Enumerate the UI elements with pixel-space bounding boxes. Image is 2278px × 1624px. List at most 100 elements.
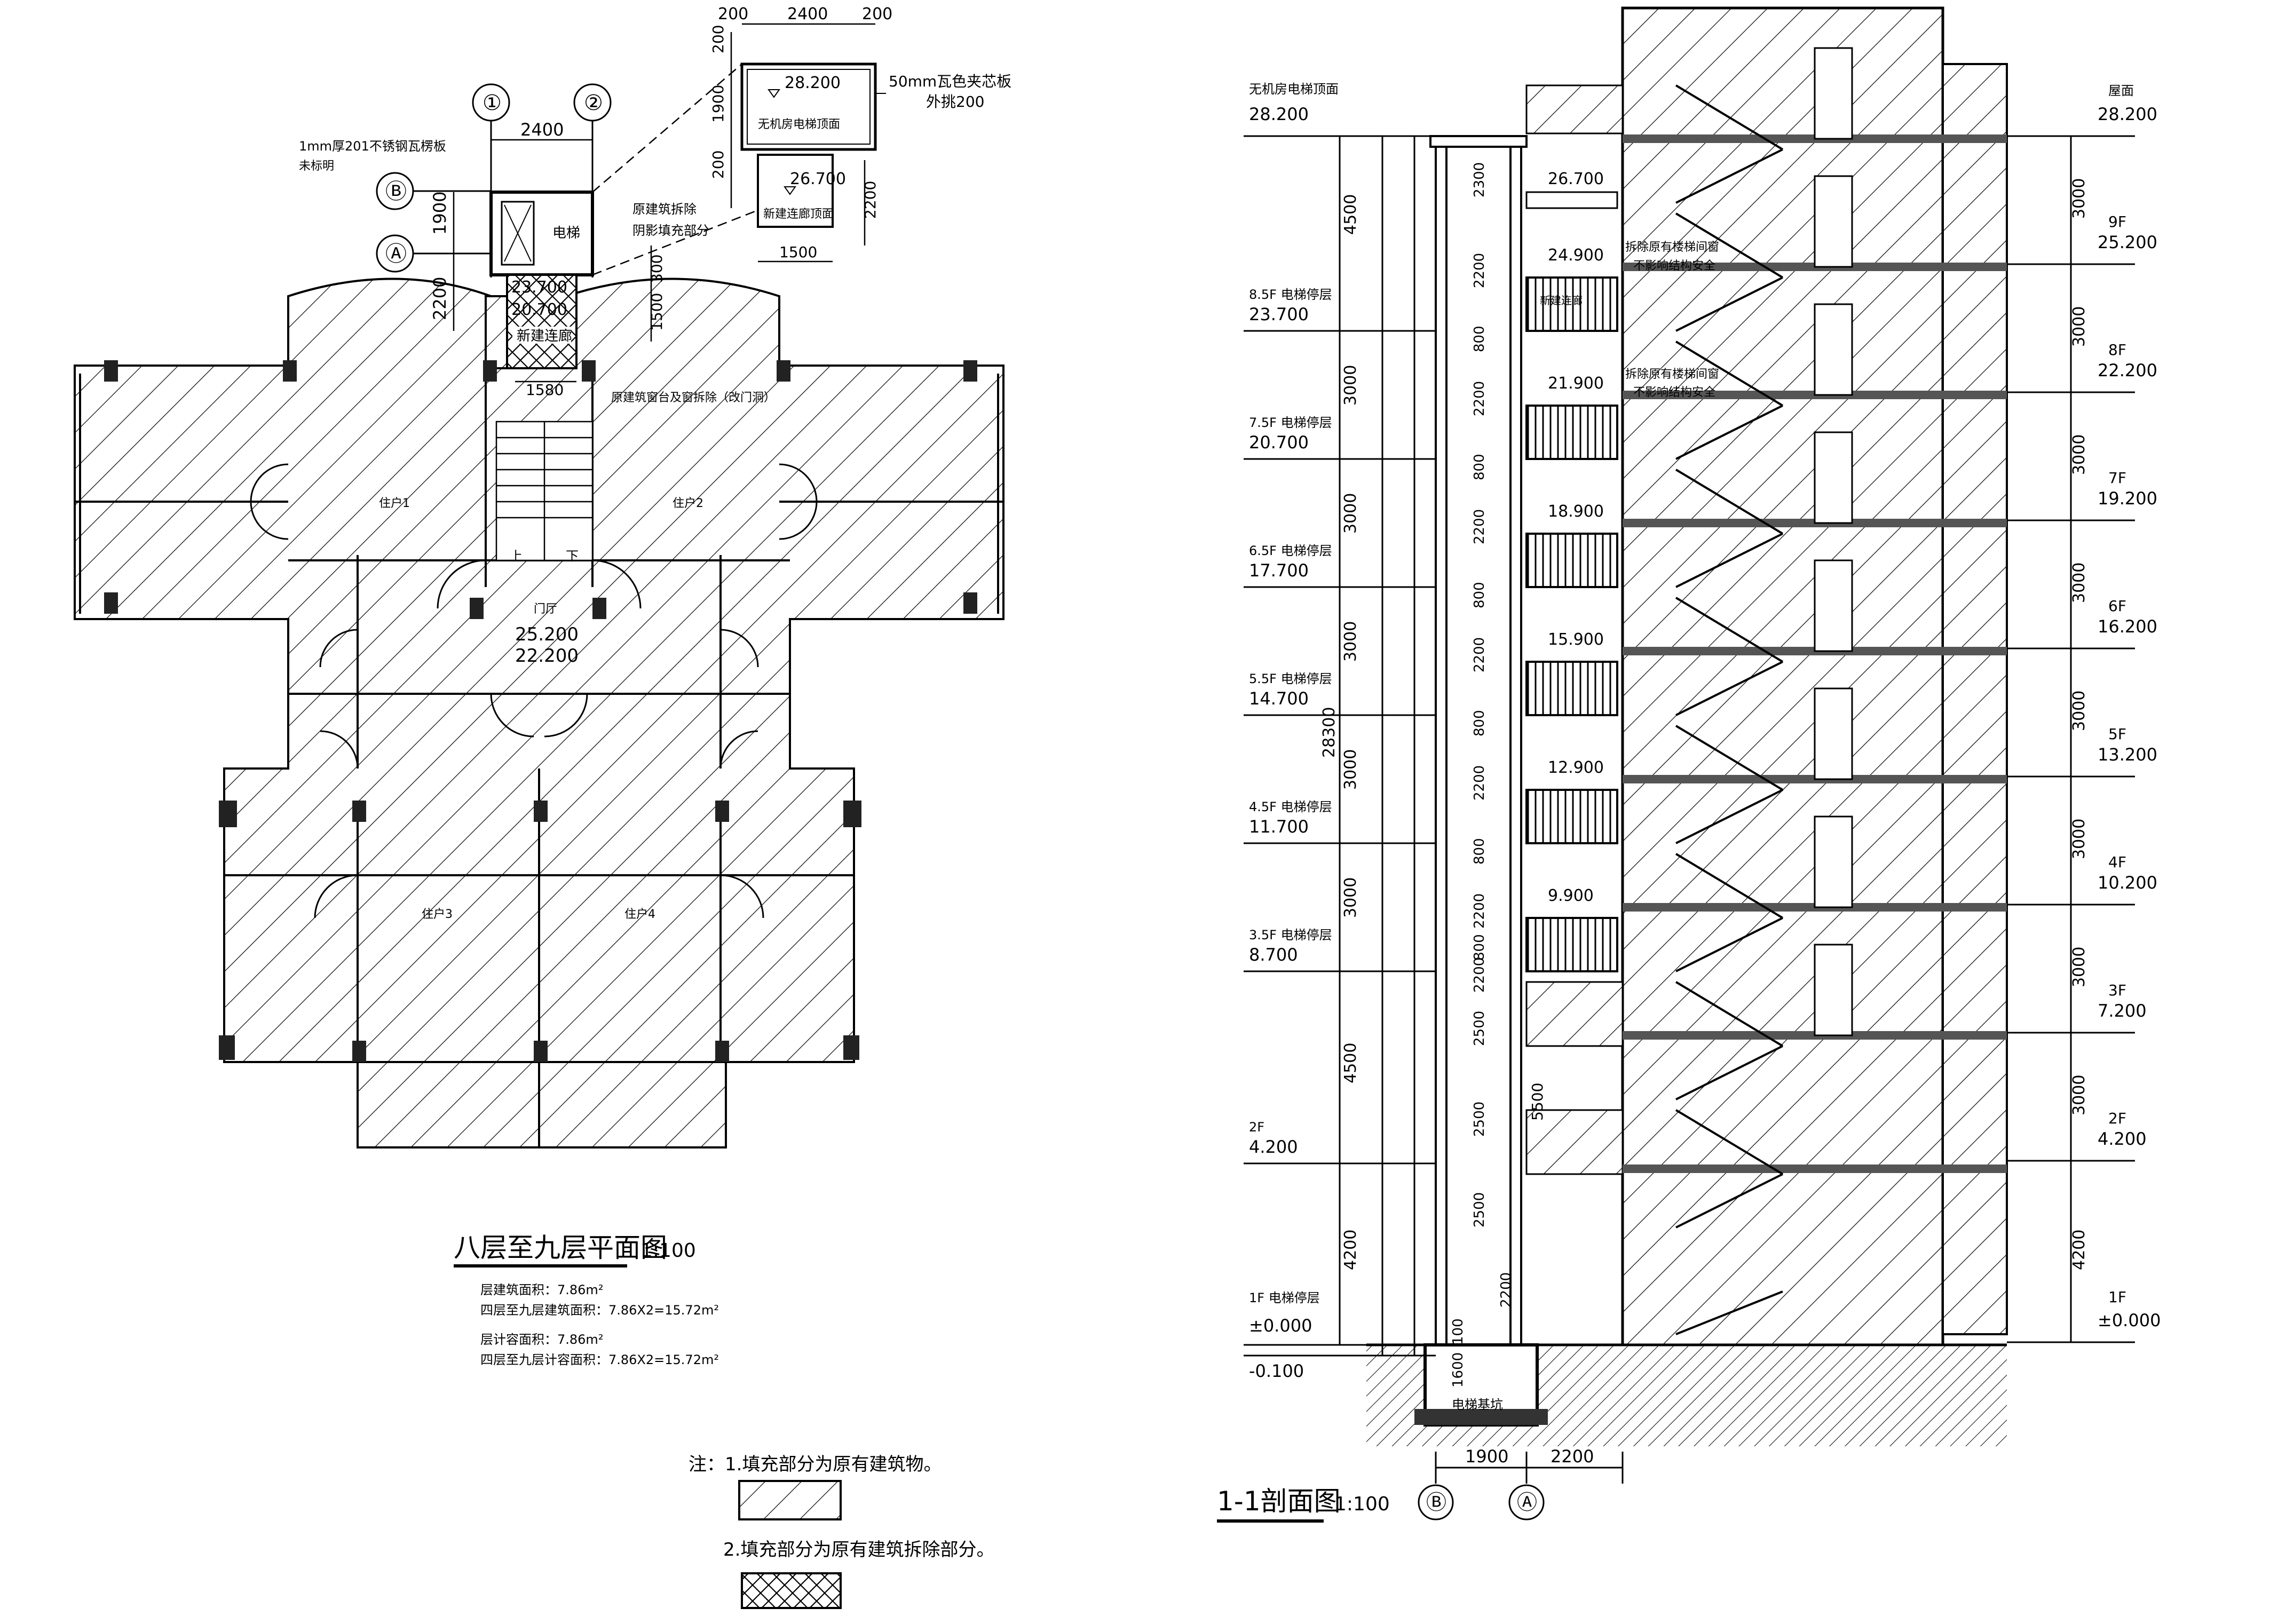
- roof-detail: [740, 62, 886, 228]
- unit4-label: 住户4: [624, 908, 655, 921]
- legend: 注：1.填充部分为原有建筑物。 2.填充部分为原有建筑拆除部分。: [689, 1454, 994, 1609]
- left-level-55f-name: 5.5F 电梯停层: [1249, 671, 1332, 686]
- dim-2400: 2400: [520, 120, 564, 140]
- left-level-1f-name: 1F 电梯停层: [1249, 1290, 1320, 1305]
- plan-title: 八层至九层平面图: [454, 1232, 667, 1263]
- inner-dim-18: 2200: [1498, 1272, 1514, 1308]
- left-dim-1: 4500: [1341, 194, 1360, 235]
- legend-note-1: 注：1.填充部分为原有建筑物。: [689, 1454, 942, 1475]
- right-level-9f: 25.200: [2098, 232, 2157, 252]
- left-level-1f: ±0.000: [1249, 1316, 1312, 1336]
- right-dim-2: 3000: [2070, 306, 2089, 347]
- right-level-3f: 7.200: [2098, 1001, 2147, 1021]
- side-dim-200-b: 200: [709, 150, 727, 179]
- right-level-6f: 16.200: [2098, 616, 2157, 637]
- section-left-level-lines: [1244, 135, 1436, 1357]
- bottom-dim-2200: 2200: [1551, 1446, 1594, 1467]
- right-dim-4: 3000: [2070, 563, 2089, 603]
- demo-note-1b: 不影响结构安全: [1633, 259, 1715, 273]
- corridor-level-12900: 12.900: [1548, 758, 1604, 777]
- right-dim-9: 4200: [2070, 1230, 2089, 1270]
- elevator-label: 电梯: [552, 225, 580, 241]
- level-20700: 20.700: [511, 300, 567, 319]
- stair-up-label: 上: [510, 549, 523, 564]
- right-level-roof: 28.200: [2098, 104, 2157, 124]
- inner-dim-8: 2200: [1472, 637, 1488, 672]
- inner-dim-19: 1600: [1450, 1352, 1466, 1388]
- right-level-3f-name: 3F: [2108, 981, 2126, 999]
- floor-plan: 电梯 23.700 20.700 新建连廊 ① ② Ⓑ Ⓐ: [74, 5, 1011, 1367]
- right-level-7f-name: 7F: [2108, 469, 2126, 487]
- left-dim-3: 3000: [1341, 493, 1360, 534]
- inner-dim-3: 800: [1472, 326, 1488, 352]
- pit-label: 电梯基坑: [1452, 1397, 1503, 1412]
- top-dim-200-a: 200: [718, 5, 748, 23]
- bottom-dim-1900: 1900: [1465, 1446, 1508, 1467]
- legend-swatch-demolished: [741, 1572, 842, 1609]
- right-level-9f-name: 9F: [2108, 213, 2126, 231]
- right-level-8f-name: 8F: [2108, 341, 2126, 359]
- right-level-2f-name: 2F: [2108, 1110, 2126, 1127]
- plan-dimension-lines: [453, 23, 875, 383]
- roof-label: 无机房电梯顶面: [758, 118, 840, 131]
- stair-down-label: 下: [566, 549, 579, 564]
- demo-note-2a: 拆除原有楼梯间窗: [1625, 368, 1719, 381]
- left-dim-5: 3000: [1341, 749, 1360, 790]
- right-level-8f: 22.200: [2098, 360, 2157, 381]
- roof-level: 28.200: [785, 74, 841, 92]
- inner-dim-1: 2300: [1472, 162, 1488, 197]
- left-level-45f-name: 4.5F 电梯停层: [1249, 799, 1332, 814]
- note-left-2: 未标明: [299, 160, 334, 173]
- inner-dim-9: 800: [1472, 710, 1488, 736]
- unit3-label: 住户3: [422, 908, 453, 921]
- inner-dim-2: 2200: [1472, 253, 1488, 288]
- right-dim-1: 3000: [2070, 178, 2089, 219]
- inner-dim-5: 800: [1472, 454, 1488, 480]
- new-corridor-label: 新建连廊: [517, 328, 572, 344]
- left-level-45f: 11.700: [1249, 817, 1309, 837]
- inner-dim-4: 2200: [1472, 381, 1488, 416]
- corridor-level-15900: 15.900: [1548, 630, 1604, 649]
- left-level-2f: 4.200: [1249, 1137, 1298, 1157]
- right-dim-3: 3000: [2070, 434, 2089, 475]
- plan-stairs: [495, 421, 594, 561]
- left-level-65f: 17.700: [1249, 560, 1309, 581]
- right-level-4f: 10.200: [2098, 873, 2157, 893]
- dim-1580: 1580: [526, 381, 564, 399]
- section-corridors: [1525, 191, 1618, 972]
- corridor-level-26700: 26.700: [1548, 170, 1604, 188]
- axis-2-label: ②: [584, 91, 603, 115]
- right-dim-7: 3000: [2070, 947, 2089, 987]
- inner-dim-11: 800: [1472, 838, 1488, 865]
- dim-2200: 2200: [430, 277, 450, 320]
- demo-note-1a: 拆除原有楼梯间窗: [1625, 241, 1719, 254]
- section-inner-dims: 2300 2200 800 2200 800 2200 800 2200 800…: [1450, 162, 1514, 1388]
- left-level-35f-name: 3.5F 电梯停层: [1249, 928, 1332, 942]
- demo-note-2b: 不影响结构安全: [1633, 386, 1715, 399]
- right-dim-5: 3000: [2070, 691, 2089, 731]
- inner-dim-20: 100: [1450, 1318, 1466, 1345]
- section-stairs: [1675, 84, 1784, 1335]
- roof-note-2: 外挑200: [926, 93, 984, 110]
- corridor-roof-label: 新建连廊顶面: [763, 208, 834, 221]
- elevator-shaft: 电梯: [489, 191, 594, 276]
- note-demo-3: 原建筑窗台及窗拆除（改门洞）: [611, 391, 776, 405]
- area-line-4: 四层至九层计容面积：7.86X2=15.72m²: [480, 1352, 719, 1367]
- section-title: 1-1剖面图: [1217, 1486, 1341, 1517]
- total-dim: 28300: [1320, 707, 1339, 758]
- right-level-5f-name: 5F: [2108, 725, 2126, 743]
- plan-level-25200: 25.200: [515, 624, 579, 645]
- right-dim-6: 3000: [2070, 819, 2089, 859]
- left-dim-7: 4500: [1341, 1043, 1360, 1083]
- area-line-2: 四层至九层建筑面积：7.86X2=15.72m²: [480, 1303, 719, 1318]
- right-level-2f: 4.200: [2098, 1129, 2147, 1149]
- dim-5500: 5500: [1529, 1083, 1546, 1121]
- level-23700: 23.700: [511, 278, 567, 297]
- corridor-level-24900: 24.900: [1548, 246, 1604, 265]
- left-level-75f: 20.700: [1249, 432, 1309, 453]
- left-level-roof: 28.200: [1249, 104, 1309, 124]
- inner-dim-13: 800: [1472, 934, 1488, 961]
- dim-1500-a: 1500: [779, 243, 817, 261]
- left-dim-8: 4200: [1341, 1230, 1360, 1270]
